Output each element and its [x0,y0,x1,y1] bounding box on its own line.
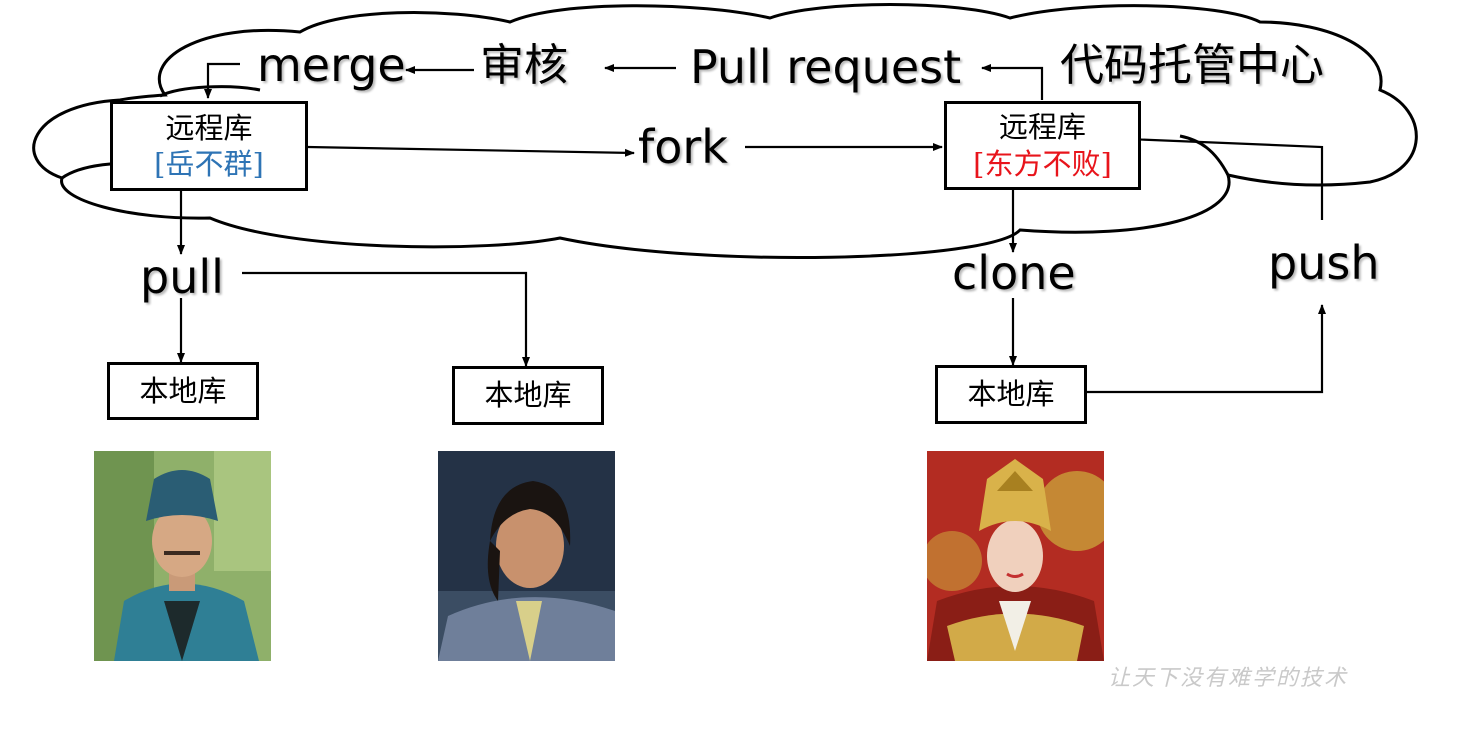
remote-repo-dongfang: 远程库 [东方不败] [944,101,1141,190]
remote-repo-label: 远程库 [165,110,253,145]
fork-label: fork [638,120,728,174]
local-repo-2: 本地库 [452,366,604,425]
local-repo-label: 本地库 [484,378,572,413]
remote-repo-label: 远程库 [998,110,1086,145]
local-repo-1: 本地库 [107,362,259,420]
arrow-merge-to-remote [204,62,240,99]
remote-repo-owner: [岳不群] [154,147,264,181]
photo-yue-buqun [94,451,271,661]
flow-arrows [177,62,1326,394]
cloud-shape [32,3,1418,260]
remote-repo-owner: [东方不败] [973,146,1112,181]
review-label: 审核 [480,40,568,91]
remote-repo-yue: 远程库 [岳不群] [110,101,308,191]
local-repo-label: 本地库 [967,377,1055,412]
photo-linghu-chong [438,451,615,661]
clone-label: clone [952,246,1076,300]
local-repo-label: 本地库 [139,373,227,408]
pull-label: pull [140,250,224,304]
arrow-request-to-pr [981,64,1044,100]
pull-request-label: Pull request [690,40,962,94]
arrow-local-to-push [1086,304,1326,394]
merge-label: merge [257,38,406,92]
push-label: push [1268,236,1380,290]
hosting-center-title: 代码托管中心 [1060,40,1324,91]
photo-dongfang-bubai [927,451,1104,661]
arrow-push-to-remote [1126,135,1324,220]
arrow-remote-to-fork [307,145,635,157]
arrow-pull-to-local2 [242,271,530,367]
local-repo-3: 本地库 [935,365,1087,424]
watermark: 让天下没有难学的技术 [1108,666,1349,691]
